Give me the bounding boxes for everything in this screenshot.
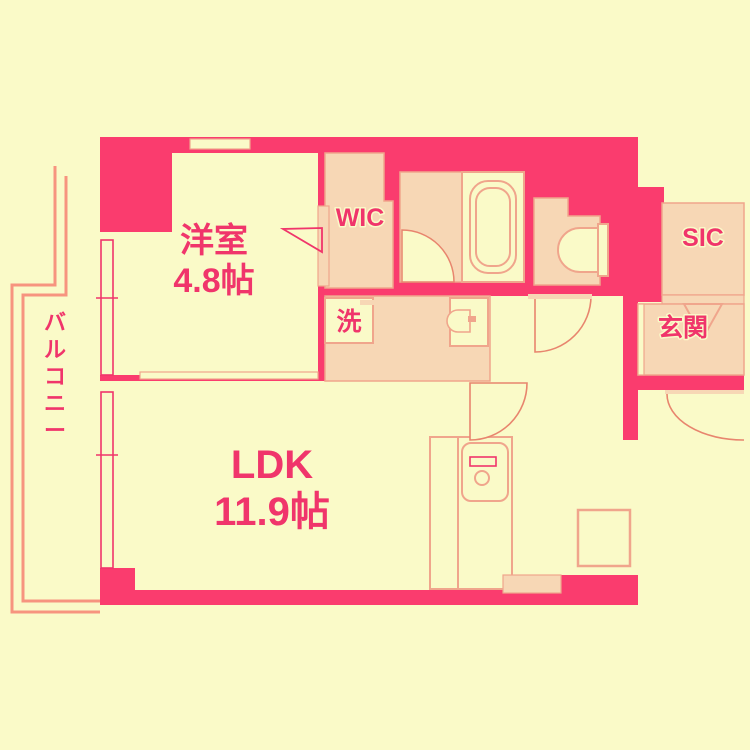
- washroom-door-panel: [360, 300, 430, 305]
- balcony-inner-rail: [21, 176, 100, 603]
- stove-burner: [474, 470, 490, 486]
- washroom-floor-texture: [330, 348, 488, 379]
- sic-folding-door: [682, 303, 724, 341]
- balcony-label: バルコニー: [44, 310, 66, 443]
- washer-label: 洗: [336, 308, 361, 336]
- ldk-size-label: 11.9帖: [214, 490, 330, 534]
- room-labels: 洋室 4.8帖 LDK 11.9帖 WIC SIC 玄関 洗: [172, 203, 725, 536]
- bath-door-swing: [401, 229, 455, 283]
- balcony-area: バルコニー: [10, 166, 100, 614]
- kitchen-base-shelf: [502, 574, 562, 594]
- balcony-outer-rail: [10, 166, 100, 614]
- windows: [96, 138, 319, 569]
- bedroom-west-window: [100, 239, 114, 376]
- toilet-door-swing: [534, 295, 592, 353]
- genkan-step: [637, 303, 645, 376]
- ldk-west-window: [100, 391, 114, 569]
- genkan-wall-nub: [638, 290, 664, 302]
- vanity-faucet-icon: [468, 316, 476, 322]
- kitchen-faucet: [469, 456, 497, 467]
- entrance-door-panel: [665, 390, 744, 394]
- entrance-door-swing: [666, 393, 745, 441]
- genkan-label: 玄関: [658, 313, 708, 342]
- bedroom-ldk-partition: [139, 371, 319, 380]
- toilet-door-panel: [528, 294, 592, 299]
- bedroom-floor: [100, 153, 318, 375]
- sic-label: SIC: [682, 224, 724, 252]
- hallway-doors: [528, 294, 592, 353]
- bathtub-inner: [475, 187, 511, 267]
- wic-door-panel: [317, 205, 330, 287]
- service-areas: [324, 152, 745, 441]
- bedroom-wic-door: [279, 205, 330, 287]
- bedroom-name-label: 洋室: [180, 221, 248, 260]
- storage-closet: [576, 508, 632, 568]
- entrance-vestibule: [665, 394, 744, 440]
- bedroom-north-window: [189, 138, 251, 150]
- ldk-floor: [100, 381, 690, 590]
- toilet-bowl-icon: [557, 227, 601, 273]
- wic-label: WIC: [336, 204, 385, 232]
- kitchen-area: [429, 382, 632, 594]
- bedroom-size-label: 4.8帖: [173, 262, 254, 300]
- ldk-name-label: LDK: [231, 443, 313, 487]
- washing-machine-slot: [324, 297, 374, 344]
- wic-floor: [324, 152, 394, 289]
- sliding-arrow-icon: [279, 227, 323, 254]
- toilet-tank-icon: [597, 223, 609, 277]
- sic-floor: [661, 202, 745, 296]
- vanity-sink-icon: [446, 309, 471, 333]
- ldk-door-swing: [469, 382, 528, 441]
- sic-door-track: [661, 294, 745, 305]
